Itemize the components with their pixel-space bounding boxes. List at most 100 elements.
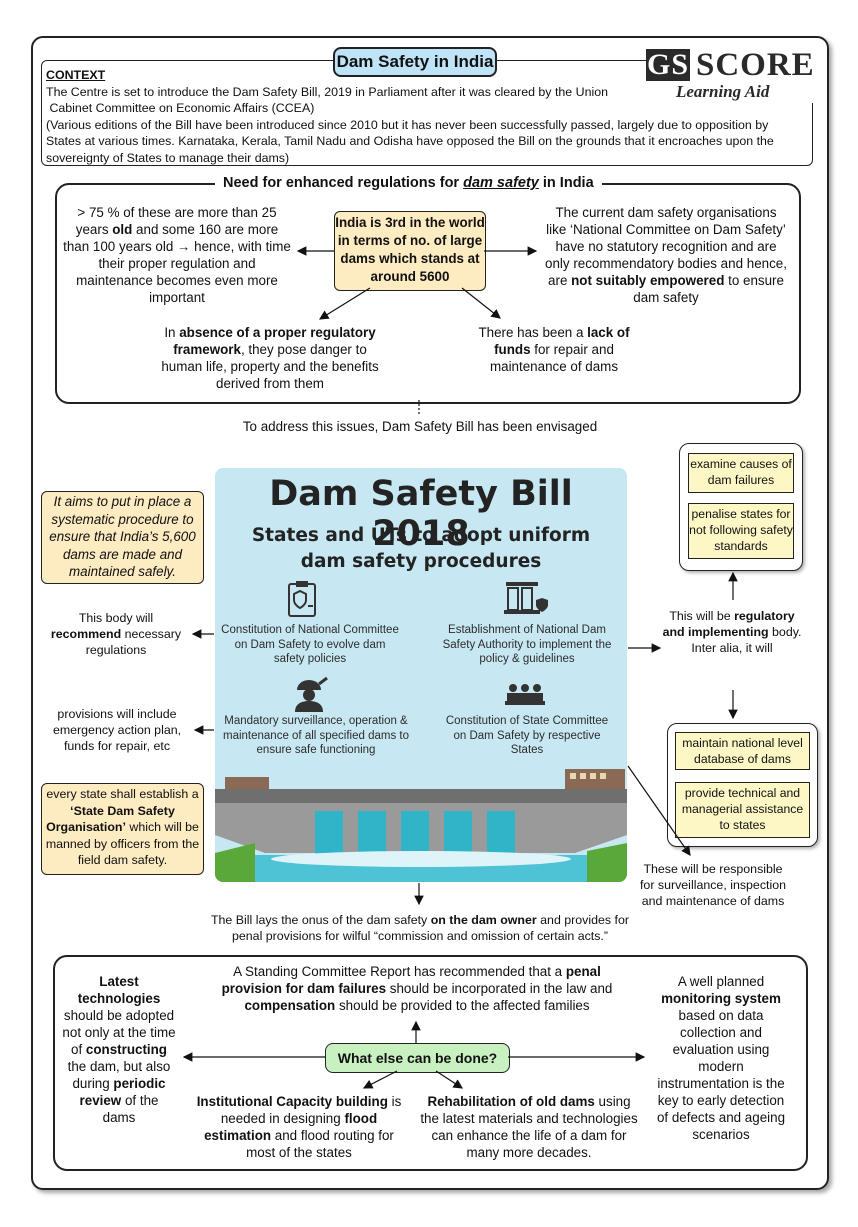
- examine-causes-box: examine causes of dam failures: [688, 453, 794, 493]
- item-mandatory-surveillance: Mandatory surveillance, operation & main…: [222, 715, 410, 756]
- shield-clipboard-icon: [288, 581, 316, 617]
- mon-c: based on data collection and evaluation …: [656, 1008, 786, 1142]
- absence-framework-text: In absence of a proper regulatory framew…: [153, 324, 387, 392]
- onus-c: and provides for penal provisions for wi…: [232, 913, 630, 943]
- infographic-title: Dam Safety Bill 2018: [269, 474, 573, 554]
- arrow-to-lack-funds: [461, 287, 501, 319]
- logo-tagline: Learning Aid: [676, 82, 770, 101]
- worker-icon: [295, 676, 328, 712]
- latest-tech-text: Latest technologies should be adopted no…: [62, 973, 176, 1126]
- lack-funds-c: for repair and maintenance of dams: [489, 342, 619, 374]
- onus-text: The Bill lays the onus of the dam safety…: [204, 912, 636, 944]
- cb-c: flood estimation: [204, 1111, 378, 1143]
- current-orgs-b: not suitably empowered: [571, 273, 725, 288]
- lack-funds-b: lack of funds: [494, 325, 630, 357]
- reg-body-c: body. Inter alia, it will: [691, 625, 802, 655]
- authority-building-icon: [504, 582, 548, 614]
- standing-committee-text: A Standing Committee Report has recommen…: [216, 963, 618, 1014]
- recommend-a: This body will: [78, 611, 154, 625]
- committee-icon: [505, 684, 545, 705]
- large-dams-fact: India is 3rd in the world in terms of no…: [334, 211, 486, 291]
- cb-a: Institutional Capacity building: [196, 1094, 388, 1109]
- technical-assistance-box: provide technical and managerial assista…: [675, 782, 810, 838]
- absence-a: In: [164, 325, 180, 340]
- old-dams-text: > 75 % of these are more than 25 years o…: [62, 204, 292, 306]
- page-frame: [31, 36, 829, 1190]
- arrow-to-rehabilitation: [435, 1070, 464, 1089]
- rh-b: using the latest materials and technolog…: [420, 1094, 638, 1160]
- sc-e: should be provided to the affected famil…: [335, 998, 590, 1013]
- old-dams-c: and some 160 are more than 100 years old…: [63, 222, 291, 305]
- what-else-section-box: [53, 955, 808, 1171]
- context-section: CONTEXT The Centre is set to introduce t…: [46, 67, 806, 167]
- arrow-to-capacity: [362, 1070, 398, 1089]
- rh-a: Rehabilitation of old dams: [427, 1094, 595, 1109]
- mon-a: A well planned: [677, 974, 765, 989]
- what-else-pill: What else can be done?: [325, 1043, 510, 1073]
- absence-b: absence of a proper regulatory framework: [173, 325, 376, 357]
- arrow-to-absence: [318, 287, 371, 320]
- dam-safety-bill-infographic: Dam Safety Bill 2018 States and UTs to a…: [215, 468, 627, 882]
- recommend-c: necessary regulations: [85, 627, 182, 657]
- penalise-states-box: penalise states for not following safety…: [688, 503, 794, 559]
- infographic-subtitle-2: dam safety procedures: [300, 551, 542, 572]
- reg-body-b: regulatory and implementing: [662, 609, 795, 639]
- state-org-a: every state shall establish a: [46, 787, 199, 801]
- arrow-to-responsible: [627, 765, 691, 856]
- context-line-3: (Various editions of the Bill have been …: [46, 117, 774, 165]
- page-title: Dam Safety in India: [333, 47, 497, 77]
- lack-funds-text: There has been a lack of funds for repai…: [477, 324, 631, 375]
- recommend-b: recommend: [50, 627, 122, 641]
- infographic-subtitle: States and UTs to adopt uniform dam safe…: [215, 523, 627, 575]
- aim-box: It aims to put in place a systematic pro…: [41, 491, 204, 584]
- state-org-b: ‘State Dam Safety Organisation’: [46, 803, 175, 835]
- lt-c: constructing: [85, 1042, 167, 1057]
- sc-c: should be incorporated in the law and: [386, 981, 613, 996]
- mon-b: monitoring system: [661, 991, 781, 1006]
- monitoring-text: A well planned monitoring system based o…: [652, 973, 790, 1143]
- address-text: To address this issues, Dam Safety Bill …: [242, 419, 598, 434]
- lt-d: the dam, but also during: [67, 1059, 171, 1091]
- state-organisation-box: every state shall establish a ‘State Dam…: [41, 783, 204, 875]
- cb-b: is needed in designing: [220, 1094, 402, 1126]
- item-national-authority: Establishment of National Dam Safety Aut…: [442, 624, 612, 665]
- lt-b: should be adopted not only at the time o…: [62, 1008, 176, 1057]
- rehabilitation-text: Rehabilitation of old dams using the lat…: [418, 1093, 640, 1161]
- need-title-emphasis: dam safety: [463, 175, 539, 191]
- reg-body-a: This will be: [669, 609, 735, 623]
- old-dams-b: old: [112, 222, 133, 237]
- need-section-title: Need for enhanced regulations for dam sa…: [215, 175, 602, 191]
- regulatory-body-text: This will be regulatory and implementing…: [662, 608, 802, 656]
- cb-d: and flood routing for most of the states: [246, 1128, 394, 1160]
- recommend-text: This body will recommend necessary regul…: [46, 610, 186, 658]
- current-orgs-c: to ensure dam safety: [633, 273, 784, 305]
- infographic-subtitle-1: States and UTs to adopt uniform: [251, 525, 591, 546]
- lt-e: periodic review: [79, 1076, 166, 1108]
- need-title-pre: Need for enhanced regulations for: [223, 175, 464, 191]
- context-line-1: The Centre is set to introduce the Dam S…: [46, 84, 608, 99]
- logo-score: SCORE: [696, 47, 815, 83]
- capacity-building-text: Institutional Capacity building is neede…: [194, 1093, 404, 1161]
- sc-a: A Standing Committee Report has recommen…: [233, 964, 566, 979]
- onus-b: on the dam owner: [430, 913, 537, 927]
- context-line-2: Cabinet Committee on Economic Affairs (C…: [46, 101, 315, 116]
- sc-d: compensation: [244, 998, 336, 1013]
- item-state-committee: Constitution of State Committee on Dam S…: [445, 715, 609, 756]
- absence-c: , they pose danger to human life, proper…: [161, 342, 379, 391]
- current-orgs-text: The current dam safety organisations lik…: [544, 204, 788, 306]
- sc-b: penal provision for dam failures: [221, 964, 601, 996]
- logo-gs: GS: [646, 48, 690, 81]
- responsible-text: These will be responsible for surveillan…: [639, 862, 786, 908]
- onus-a: The Bill lays the onus of the dam safety: [210, 913, 431, 927]
- dam-illustration: [215, 763, 627, 882]
- provisions-text: provisions will include emergency action…: [52, 707, 182, 753]
- current-orgs-a: The current dam safety organisations lik…: [545, 205, 787, 288]
- context-heading: CONTEXT: [46, 68, 106, 82]
- gs-score-logo: GS SCORE Learning Aid: [646, 47, 816, 103]
- item-national-committee: Constitution of National Committee on Da…: [221, 624, 399, 665]
- state-org-c: which will be manned by officers from th…: [45, 820, 200, 867]
- need-title-post: in India: [538, 175, 594, 191]
- old-dams-a: > 75 % of these are more than 25 years: [75, 205, 277, 237]
- lt-f: of the dams: [102, 1093, 159, 1125]
